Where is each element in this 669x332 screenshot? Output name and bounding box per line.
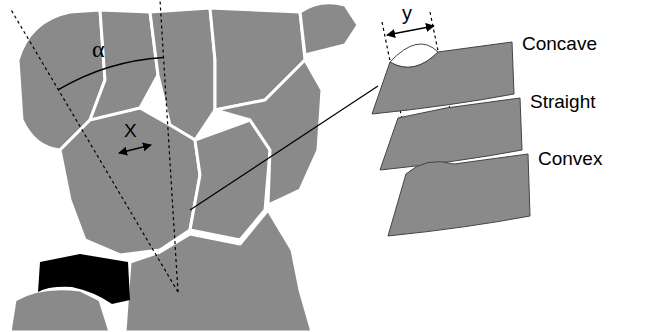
- dimension-label: y: [402, 2, 412, 24]
- leader-line: [190, 86, 378, 210]
- dimension-arrow: [119, 145, 151, 153]
- shape-label: Straight: [530, 92, 595, 113]
- angle-label: α: [92, 36, 105, 62]
- joint-space: [38, 254, 130, 304]
- angle-arc: [58, 58, 163, 90]
- carpal-bones: [10, 3, 358, 332]
- shape-label: Concave: [522, 34, 597, 55]
- dimension-label: X: [124, 121, 137, 142]
- surface-slices: [372, 26, 530, 236]
- shape-label: Convex: [538, 149, 602, 170]
